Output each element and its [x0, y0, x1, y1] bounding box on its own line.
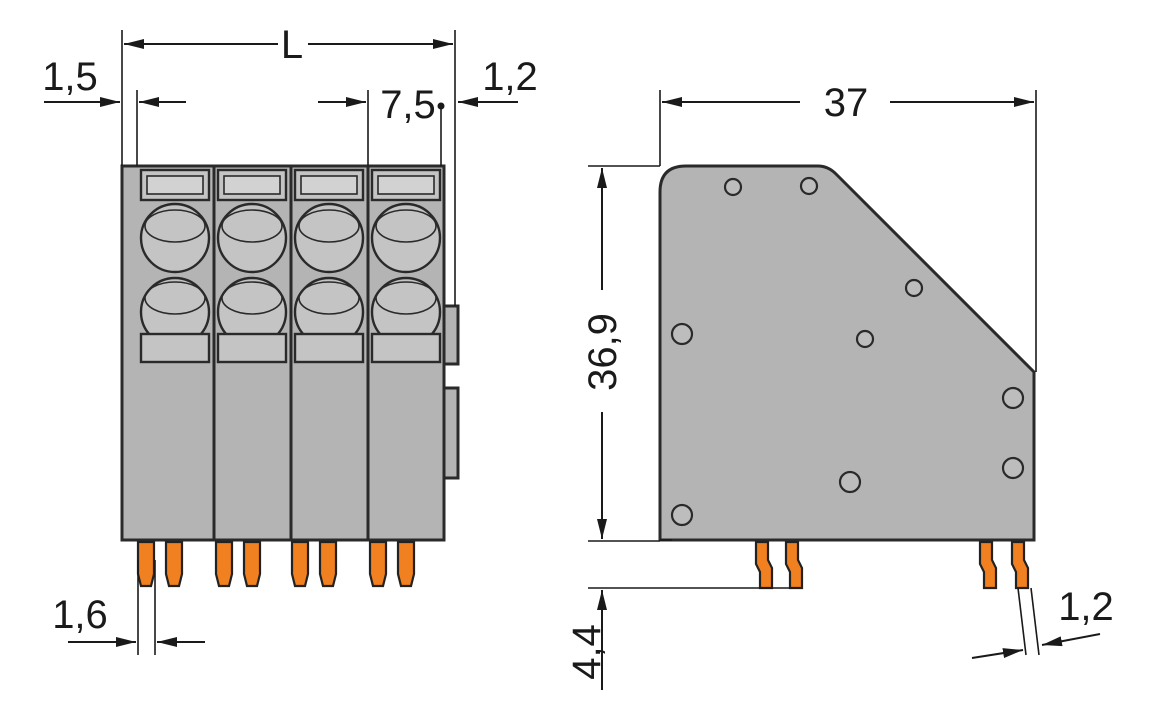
side-pins	[754, 540, 1030, 590]
release-slot-inner	[377, 175, 435, 195]
marker-slot	[293, 332, 365, 364]
wire-entry-upper-rim	[221, 209, 283, 243]
front-pin-width-label: 1,6	[52, 593, 108, 637]
wire-entry-upper-rim	[298, 209, 360, 243]
front-pin-8	[396, 540, 416, 588]
wire-entry-upper	[216, 202, 288, 274]
side-pin-4	[1010, 540, 1030, 590]
front-side-latch-lower	[442, 386, 460, 480]
side-pin-length-label: 4,4	[565, 624, 609, 680]
wire-entry-lower-rim	[144, 281, 206, 315]
side-hole-8	[838, 470, 862, 494]
side-hole-5	[670, 322, 694, 346]
front-module-3	[289, 166, 365, 540]
front-left-offset-label: 1,5	[42, 55, 98, 99]
marker-slot	[139, 332, 211, 364]
wire-entry-upper-rim	[144, 209, 206, 243]
front-length-label: L	[281, 23, 303, 67]
release-slot-inner	[146, 175, 204, 195]
marker-slot	[370, 332, 442, 364]
side-holes	[670, 176, 1025, 527]
wire-entry-upper	[139, 202, 211, 274]
side-hole-1	[723, 177, 743, 197]
front-pins	[136, 540, 416, 588]
front-pitch-label: 7,5	[380, 83, 436, 127]
wire-entry-upper	[370, 202, 442, 274]
front-right-offset-label: 1,2	[482, 55, 538, 99]
front-pin-7	[368, 540, 388, 588]
front-modules	[139, 166, 442, 540]
front-pin-6	[318, 540, 338, 588]
side-housing	[658, 164, 1036, 542]
side-hole-6	[1001, 386, 1025, 410]
side-hole-7	[1001, 456, 1025, 480]
front-side-latch-upper	[442, 304, 460, 366]
front-pin-4	[242, 540, 262, 588]
side-height-label: 36,9	[581, 313, 625, 391]
side-view: 37 36,9 4,4 1,2	[565, 81, 1114, 690]
release-slot-inner	[300, 175, 358, 195]
side-hole-9	[670, 503, 694, 527]
front-module-4	[366, 166, 442, 540]
front-pin-1	[136, 540, 156, 588]
wire-entry-lower-rim	[298, 281, 360, 315]
front-pin-5	[290, 540, 310, 588]
wire-entry-upper	[293, 202, 365, 274]
marker-slot	[216, 332, 288, 364]
side-pin-1	[754, 540, 774, 590]
front-view: L 1,5 7,5 1,2 1,6	[42, 23, 538, 655]
front-module-1	[139, 168, 211, 364]
front-module-2	[212, 166, 288, 540]
side-hole-2	[799, 176, 819, 196]
wire-entry-lower-rim	[375, 281, 437, 315]
side-depth-label: 37	[824, 81, 869, 125]
side-hole-3	[904, 278, 924, 298]
side-hole-4	[855, 329, 875, 349]
side-pin-3	[978, 540, 998, 590]
wire-entry-lower-rim	[221, 281, 283, 315]
release-slot-inner	[223, 175, 281, 195]
side-pin-thickness-label: 1,2	[1058, 585, 1114, 629]
side-pin-2	[784, 540, 804, 590]
wire-entry-upper-rim	[375, 209, 437, 243]
front-pin-3	[214, 540, 234, 588]
front-pin-2	[164, 540, 184, 588]
